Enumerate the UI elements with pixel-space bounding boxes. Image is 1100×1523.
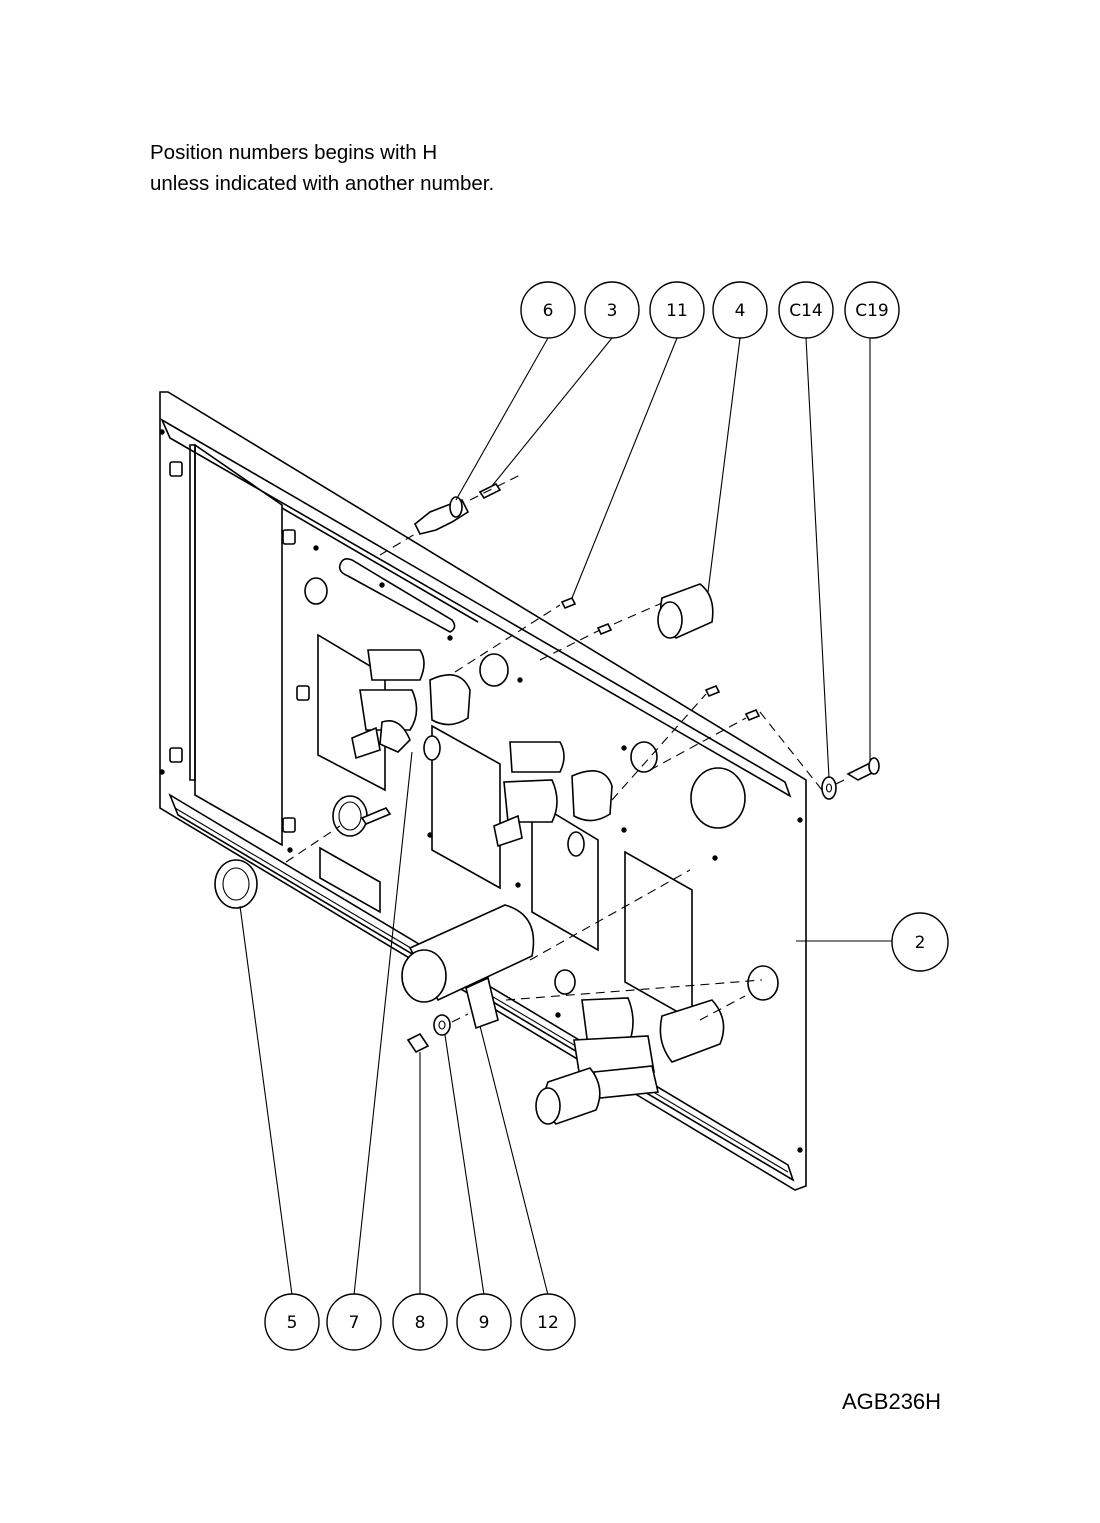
callout-c14-label: C14 — [789, 301, 823, 321]
callouts-bottom: 5 7 8 9 12 — [264, 1293, 576, 1351]
callout-12: 12 — [520, 1293, 576, 1351]
note-line-2: unless indicated with another number. — [150, 172, 495, 195]
callout-7-label: 7 — [349, 1313, 360, 1333]
assembly-axes — [285, 474, 849, 1023]
callout-2-label: 2 — [915, 933, 926, 953]
callout-2: 2 — [891, 912, 949, 972]
document-id: AGB236H — [842, 1389, 942, 1414]
callouts-right: 2 — [891, 912, 949, 972]
callout-4-label: 4 — [735, 301, 746, 321]
callout-9-label: 9 — [479, 1313, 490, 1333]
callout-c14: C14 — [778, 281, 834, 339]
callout-c19: C19 — [844, 281, 900, 339]
callout-11-label: 11 — [666, 301, 688, 321]
callout-c19-label: C19 — [855, 301, 889, 321]
callout-8: 8 — [392, 1293, 448, 1351]
callout-4: 4 — [712, 281, 768, 339]
callout-5-label: 5 — [287, 1313, 298, 1333]
mounting-plate — [159, 391, 807, 1191]
note-line-1: Position numbers begins with H — [150, 141, 438, 164]
callout-7: 7 — [326, 1293, 382, 1351]
callout-12-label: 12 — [537, 1313, 559, 1333]
callouts-top: 6 3 11 4 C14 C19 — [520, 281, 900, 339]
callout-3: 3 — [584, 281, 640, 339]
components — [214, 482, 880, 1125]
leader-lines — [239, 337, 892, 1296]
callout-5: 5 — [264, 1293, 320, 1351]
callout-3-label: 3 — [607, 301, 618, 321]
position-numbers-note: Position numbers begins with H unless in… — [150, 137, 494, 199]
callout-6-label: 6 — [543, 301, 554, 321]
callout-6: 6 — [520, 281, 576, 339]
callout-11: 11 — [649, 281, 705, 339]
callout-8-label: 8 — [415, 1313, 426, 1333]
callout-9: 9 — [456, 1293, 512, 1351]
